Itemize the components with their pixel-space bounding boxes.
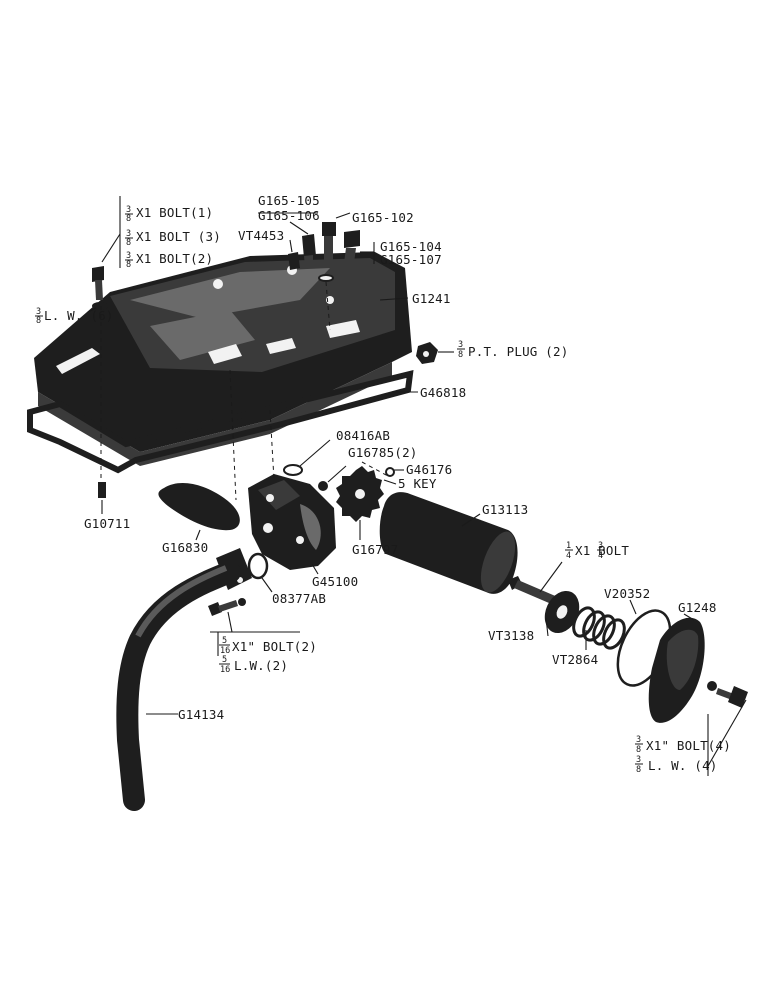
valve-cover-part xyxy=(34,252,412,466)
gasket-part xyxy=(27,370,414,474)
top-left-bolt-part xyxy=(92,266,108,310)
frac-num: 3 xyxy=(636,735,641,745)
label-vt2864: VT2864 xyxy=(552,652,598,667)
label-08416ab: 08416AB xyxy=(336,428,390,443)
label-g46818: G46818 xyxy=(420,385,466,400)
frac-num: 3 xyxy=(636,755,641,765)
frac-num: 5 xyxy=(222,655,227,665)
frac-num: 3 xyxy=(126,229,131,239)
label-key: 5 KEY xyxy=(398,476,437,491)
frac-den: 16 xyxy=(220,665,230,675)
frac-den: 4 xyxy=(566,551,571,561)
assembly-lines xyxy=(100,281,389,501)
label-v20352: V20352 xyxy=(604,586,650,601)
tube-bolt-part xyxy=(208,598,246,616)
label-g165-107: G165-107 xyxy=(380,252,442,267)
center-bolt-part xyxy=(508,576,560,606)
screen-part xyxy=(158,483,240,531)
center-bolts-part xyxy=(288,222,360,282)
pipe-plug-part xyxy=(416,342,438,364)
flange-gasket-part xyxy=(247,552,269,580)
label-bolt-516: X1" BOLT(2) xyxy=(232,639,317,654)
label-g165-104: G165-104 xyxy=(380,239,442,254)
frac-den: 8 xyxy=(636,765,641,775)
label-g1248: G1248 xyxy=(678,600,717,615)
label-08377ab: 08377AB xyxy=(272,591,326,606)
frac-num: 3 xyxy=(458,340,463,350)
retainer-hole xyxy=(556,605,568,619)
label-vt4453: VT4453 xyxy=(238,228,284,243)
o-ring-small-part xyxy=(283,464,303,476)
frac-den: 8 xyxy=(458,350,463,360)
label-516-bolt: 5 16 X1" BOLT(2) 5 16 L.W.(2) xyxy=(210,631,317,675)
label-pt-plug: P.T. PLUG (2) xyxy=(468,344,568,359)
label-vt3138: VT3138 xyxy=(488,628,534,643)
label-lw-2: L.W.(2) xyxy=(234,658,288,673)
frac-den: 8 xyxy=(636,745,641,755)
frac-den: 4 xyxy=(598,551,603,561)
leader-lines xyxy=(87,196,747,776)
frac-num: 1 xyxy=(566,541,571,551)
gear-part xyxy=(336,466,384,522)
label-g16830: G16830 xyxy=(162,540,208,555)
dowel-pin-part xyxy=(98,482,106,498)
frac-num: 3 xyxy=(36,307,41,317)
frac-den: 16 xyxy=(220,646,230,656)
frac-den: 8 xyxy=(126,238,131,248)
label-pipe-plug: 3 8 P.T. PLUG (2) xyxy=(457,340,568,360)
label-g46176: G46176 xyxy=(406,462,452,477)
label-bolt-group-top-left: 3 8 X1 BOLT(1) 3 8 X1 BOLT (3) 3 8 X1 BO… xyxy=(35,205,221,326)
pump-body-part xyxy=(248,474,336,570)
label-g165-102: G165-102 xyxy=(352,210,414,225)
label-g165-105: G165-105 xyxy=(258,193,320,208)
label-quarter-bolt: 1 4 X1 BOLT 3 4 xyxy=(565,541,629,561)
label-bolt-1: X1 BOLT(1) xyxy=(136,205,213,220)
spring-part xyxy=(572,606,626,650)
frac-num: 3 xyxy=(126,251,131,261)
label-g14134: G14134 xyxy=(178,707,224,722)
label-bolt-3: X1 BOLT (3) xyxy=(136,229,221,244)
suction-tube-part xyxy=(116,548,252,811)
frac-den: 8 xyxy=(126,214,131,224)
frac-den: 8 xyxy=(36,316,41,326)
label-lw-6: L. W. (6) xyxy=(44,308,114,323)
label-g45100: G45100 xyxy=(312,574,358,589)
label-bolt-2: X1 BOLT(2) xyxy=(136,251,213,266)
filter-element-part xyxy=(379,492,518,594)
label-bolt-4: X1" BOLT(4) xyxy=(646,738,731,753)
frac-den: 8 xyxy=(126,260,131,270)
frac-num: 3 xyxy=(598,541,603,551)
label-lw-4: L. W. (4) xyxy=(648,758,718,773)
washer-part xyxy=(318,481,328,491)
filter-cover-part xyxy=(648,617,705,723)
label-g10711: G10711 xyxy=(84,516,130,531)
frac-num: 3 xyxy=(126,205,131,215)
lock-washer-part xyxy=(707,681,717,691)
small-washer-part xyxy=(385,467,395,477)
cover-bolt-part xyxy=(716,686,748,708)
label-g13113: G13113 xyxy=(482,502,528,517)
frac-num: 5 xyxy=(222,636,227,646)
label-g16797: G16797 xyxy=(352,542,398,557)
label-g1241: G1241 xyxy=(412,291,451,306)
label-g165-106: G165-106 xyxy=(258,208,320,223)
label-cover-bolts: 3 8 X1" BOLT(4) 3 8 L. W. (4) xyxy=(635,735,731,775)
label-g16785: G16785(2) xyxy=(348,445,418,460)
